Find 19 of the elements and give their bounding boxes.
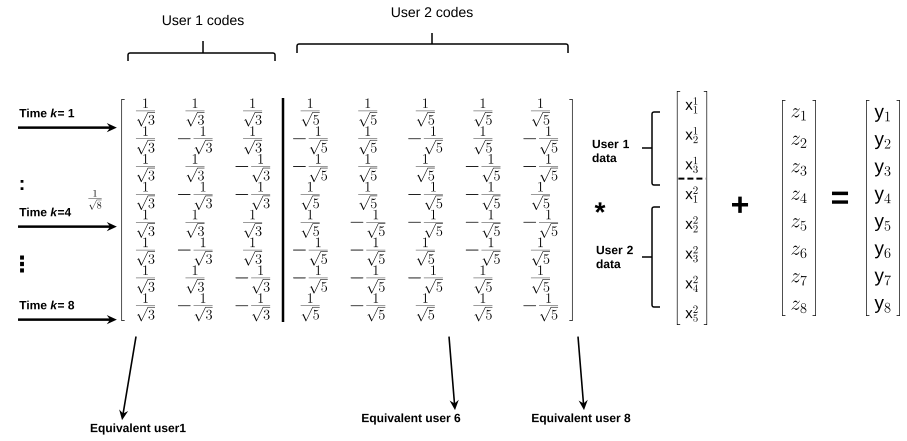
time-label: Time k= 8 — [19, 300, 74, 310]
heading: User 1 codes — [162, 14, 244, 26]
column-vector: $\left[\begin{array}{c} \mathrm{x}_1^1 \\ \mathrm{x}_2^1 \\ \mathrm{x}_3^1 \\ \mathrm{x}_1^2 \\ \mathrm{x}_2^2 \\ \mathrm{x}_3^2 \\ \mathrm{x}_4^2 \\ \mathrm{x}_5^2 \end{array}\right]$ — [676, 91, 708, 325]
ellipsis-dots: : — [20, 180, 24, 190]
brace-label: User 2 data — [596, 246, 633, 268]
time-label: Time k= 1 — [19, 108, 74, 118]
column-vector: $\left[\begin{array}{c} z_1 \\ z_2 \\ z_3 \\ z_4 \\ z_5 \\ z_6 \\ z_7 \\ z_8 \end{array}\right]$ — [782, 100, 816, 316]
caption-label: Equivalent user1 — [90, 423, 186, 435]
operator-symbol: + — [732, 196, 748, 213]
scale-factor: $\frac{1}{\sqrt{8}}$ — [88, 190, 102, 210]
caption-label: Equivalent user 6 — [362, 413, 460, 425]
heading: User 2 codes — [392, 6, 473, 18]
time-label: Time k=4 — [19, 208, 72, 216]
operator-symbol: = — [832, 192, 848, 204]
ellipsis-dots: ⋮ — [20, 255, 24, 273]
operator-symbol: * — [594, 202, 606, 213]
brace-label: User 1 data — [592, 140, 629, 162]
caption-label: Equivalent user 8 — [532, 413, 630, 425]
column-vector: $\left[\begin{array}{c} \mathrm{y}_1 \\ \mathrm{y}_2 \\ \mathrm{y}_3 \\ \mathrm{y}_4 \\ \mathrm{y}_5 \\ \mathrm{y}_6 \\ \mathrm{y}_7 \\ \mathrm{y}_8 \end{array}\right]$ — [866, 100, 900, 316]
